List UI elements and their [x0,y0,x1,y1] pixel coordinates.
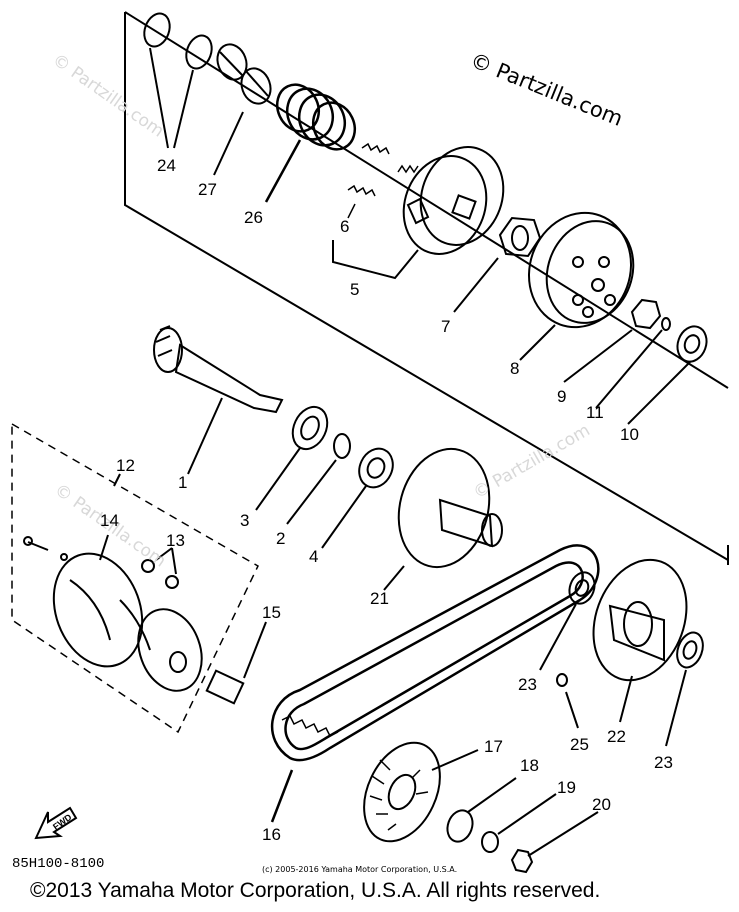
nut-9 [563,298,662,383]
shaft-1 [153,325,284,475]
nut-19 [481,793,557,853]
collar-15 [205,621,267,705]
clutch-springs-6 [347,142,419,219]
circlip-2 [286,433,351,525]
clutch-carrier-5 [332,146,505,280]
bearing-23-left [539,571,596,671]
callout-20: 20 [592,795,611,814]
forward-arrow-icon [34,806,78,840]
callout-1: 1 [178,473,188,492]
callout-7: 7 [441,317,451,336]
callout-12: 12 [116,456,135,475]
o-rings-24 [143,12,213,149]
bearing-23-right [665,631,704,747]
secondary-sliding-sheave-22 [592,558,688,723]
callout-21: 21 [370,589,389,608]
callout-4: 4 [309,547,319,566]
callout-22: 22 [607,727,626,746]
seal-4 [321,447,394,549]
spring-26 [264,83,357,203]
washer-18 [446,777,517,843]
callout-23-right: 23 [654,753,673,772]
callout-5: 5 [350,280,360,299]
pin-25 [556,673,579,729]
callout-15: 15 [262,603,281,622]
callout-13: 13 [166,531,185,550]
callout-25: 25 [570,735,589,754]
diagram-code: 85H100-8100 [12,856,105,872]
footer-copyright: ©2013 Yamaha Motor Corporation, U.S.A. A… [30,879,601,902]
callout-3: 3 [240,511,250,530]
callout-18: 18 [520,756,539,775]
clutch-housing-8 [519,211,635,361]
bearing-3 [255,405,329,511]
collar-27 [213,43,272,176]
callout-9: 9 [557,387,567,406]
bearing-10 [627,325,708,425]
secondary-sheave-21 [383,447,503,591]
callout-11: 11 [586,403,604,422]
callout-6: 6 [340,217,350,236]
nut-20 [510,811,599,874]
callout-26: 26 [244,208,263,227]
callout-19: 19 [557,778,576,797]
callout-24: 24 [157,156,176,175]
callout-14: 14 [100,511,119,530]
callout-17: 17 [484,737,503,756]
circlip-11 [595,317,671,409]
callout-27: 27 [198,180,217,199]
callout-16: 16 [262,825,281,844]
callout-10: 10 [620,425,639,444]
callout-2: 2 [276,529,286,548]
small-copyright: (c) 2005-2016 Yamaha Motor Corporation, … [262,865,458,874]
callout-8: 8 [510,359,520,378]
callout-23-left: 23 [518,675,537,694]
nut-7 [453,216,542,313]
frame-lines [124,11,729,565]
v-belt-16 [270,544,600,823]
cooling-fan-17 [363,741,479,843]
primary-sheave-group-12 [11,422,259,734]
